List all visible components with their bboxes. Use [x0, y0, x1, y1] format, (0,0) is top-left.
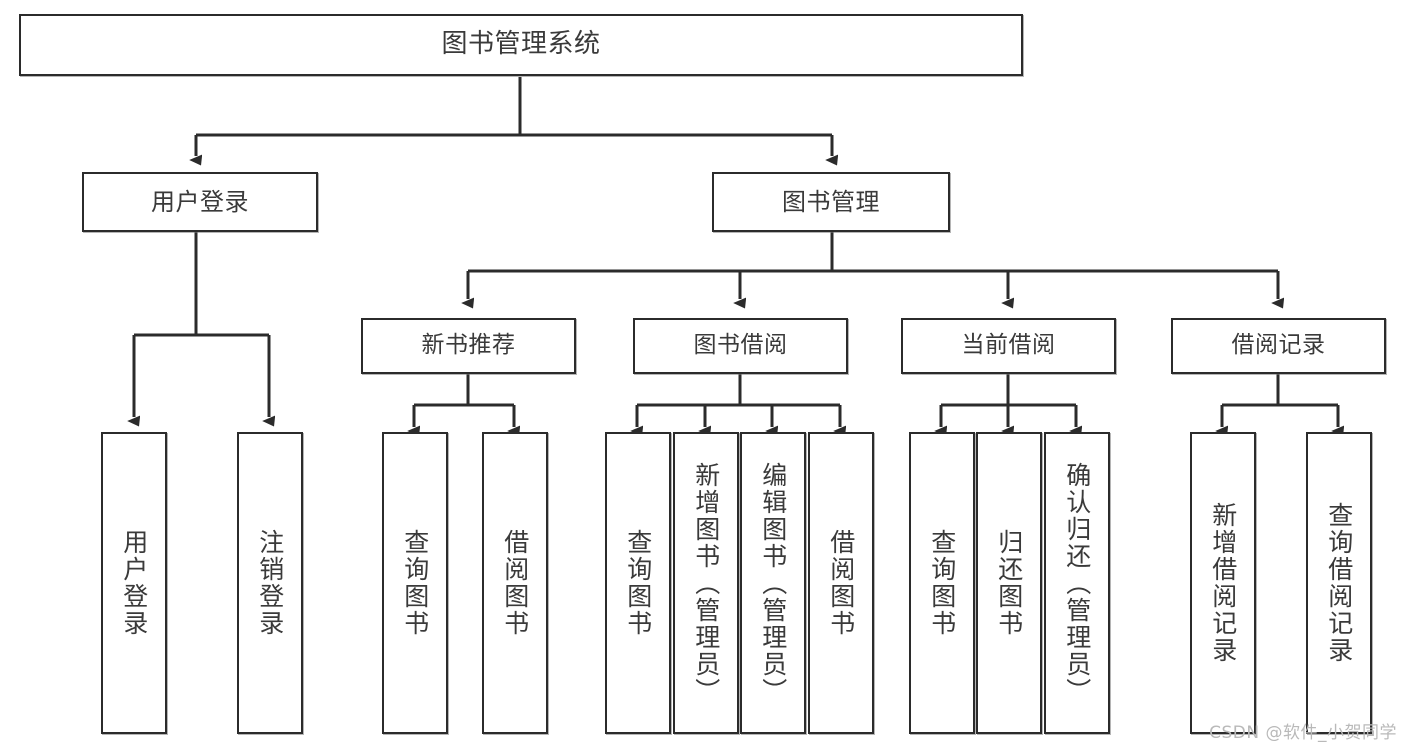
leaf-user-login-logout-label: 注销登录	[255, 529, 285, 637]
leaf-current-borrow-query-label: 查询图书	[927, 529, 957, 637]
node-new-book-recommend-label: 新书推荐	[421, 332, 516, 359]
leaf-book-borrow-edit-label: 编辑图书（管理员）	[758, 461, 788, 705]
leaf-book-borrow-add-label: 新增图书（管理员）	[691, 461, 721, 705]
leaf-current-borrow-confirm[interactable]: 确认归还（管理员）	[1044, 432, 1110, 734]
node-book-borrow-label: 图书借阅	[693, 332, 788, 359]
leaf-inner: 新增借阅记录	[1192, 434, 1254, 732]
leaf-inner: 查询图书	[384, 434, 446, 732]
leaf-current-borrow-return[interactable]: 归还图书	[976, 432, 1042, 734]
leaf-book-borrow-edit[interactable]: 编辑图书（管理员）	[740, 432, 806, 734]
leaf-book-borrow-query[interactable]: 查询图书	[605, 432, 671, 734]
leaf-inner: 用户登录	[103, 434, 165, 732]
leaf-inner: 查询借阅记录	[1308, 434, 1370, 732]
leaf-user-login-logout[interactable]: 注销登录	[237, 432, 303, 734]
node-book-manage[interactable]: 图书管理	[712, 172, 950, 232]
leaf-book-borrow-borrow[interactable]: 借阅图书	[808, 432, 874, 734]
node-current-borrow-label: 当前借阅	[961, 332, 1056, 359]
leaf-current-borrow-confirm-label: 确认归还（管理员）	[1062, 461, 1092, 705]
leaf-book-borrow-borrow-label: 借阅图书	[826, 529, 856, 637]
node-new-book-recommend[interactable]: 新书推荐	[361, 318, 576, 374]
leaf-inner: 借阅图书	[484, 434, 546, 732]
leaf-new-book-query-label: 查询图书	[400, 529, 430, 637]
node-borrow-record-label: 借阅记录	[1231, 332, 1326, 359]
leaf-borrow-record-add[interactable]: 新增借阅记录	[1190, 432, 1256, 734]
leaf-inner: 借阅图书	[810, 434, 872, 732]
leaf-current-borrow-return-label: 归还图书	[994, 529, 1024, 637]
leaf-new-book-borrow-label: 借阅图书	[500, 529, 530, 637]
leaf-current-borrow-query[interactable]: 查询图书	[909, 432, 975, 734]
leaf-inner: 查询图书	[607, 434, 669, 732]
node-book-manage-label: 图书管理	[782, 187, 880, 216]
leaf-inner: 查询图书	[911, 434, 973, 732]
node-user-login-label: 用户登录	[151, 187, 249, 216]
leaf-user-login-login[interactable]: 用户登录	[101, 432, 167, 734]
leaf-book-borrow-add[interactable]: 新增图书（管理员）	[673, 432, 739, 734]
leaf-new-book-query[interactable]: 查询图书	[382, 432, 448, 734]
node-root-label: 图书管理系统	[441, 29, 601, 60]
leaf-inner: 归还图书	[978, 434, 1040, 732]
leaf-borrow-record-query[interactable]: 查询借阅记录	[1306, 432, 1372, 734]
csdn-watermark: CSDN @软件_小贺同学	[1209, 723, 1397, 743]
leaf-inner: 确认归还（管理员）	[1046, 434, 1108, 732]
leaf-new-book-borrow[interactable]: 借阅图书	[482, 432, 548, 734]
leaf-borrow-record-add-label: 新增借阅记录	[1208, 502, 1238, 664]
leaf-book-borrow-query-label: 查询图书	[623, 529, 653, 637]
node-root[interactable]: 图书管理系统	[19, 14, 1023, 76]
leaf-inner: 编辑图书（管理员）	[742, 434, 804, 732]
leaf-borrow-record-query-label: 查询借阅记录	[1324, 502, 1354, 664]
node-user-login[interactable]: 用户登录	[82, 172, 318, 232]
leaf-inner: 新增图书（管理员）	[675, 434, 737, 732]
node-current-borrow[interactable]: 当前借阅	[901, 318, 1116, 374]
leaf-inner: 注销登录	[239, 434, 301, 732]
node-borrow-record[interactable]: 借阅记录	[1171, 318, 1386, 374]
leaf-user-login-login-label: 用户登录	[119, 529, 149, 637]
node-book-borrow[interactable]: 图书借阅	[633, 318, 848, 374]
